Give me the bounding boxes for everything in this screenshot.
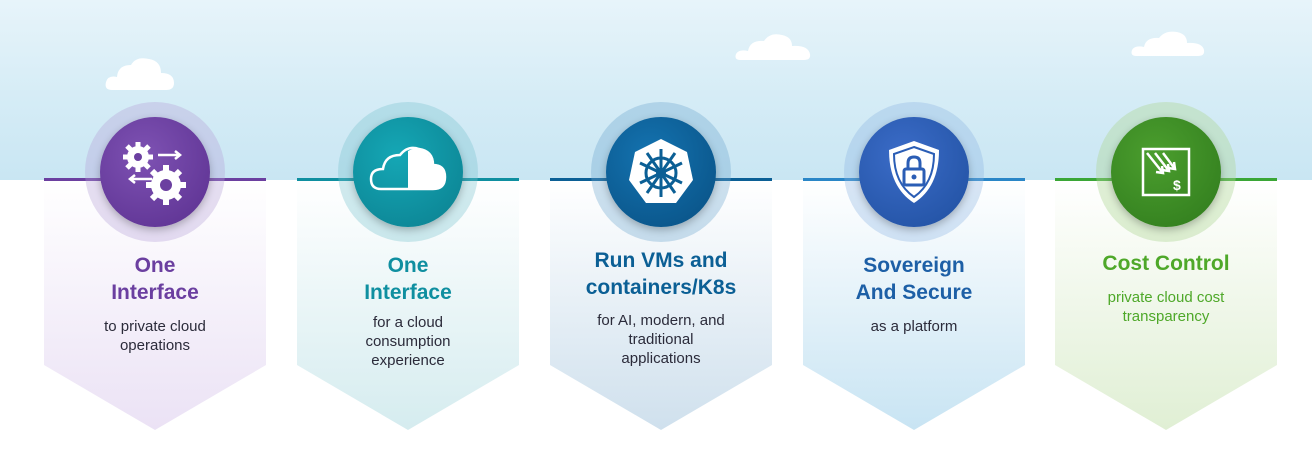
icon-badge-vms-containers <box>591 102 731 242</box>
card-chevron-shape <box>1055 180 1277 430</box>
card-description-line: to private cloud <box>104 318 206 335</box>
card-title-line: One <box>134 254 176 277</box>
card-title: One Interface <box>54 252 256 306</box>
card-description-line: transparency <box>1122 308 1210 325</box>
card-title-line: And Secure <box>855 281 973 304</box>
card-title-line: One <box>387 254 429 277</box>
card-description-line: as a platform <box>870 318 958 335</box>
shield-lock-icon <box>889 141 939 203</box>
feature-card-vms-containers: Run VMs and containers/K8s for AI, moder… <box>550 178 772 432</box>
feature-card-sovereign: Sovereign And Secure as a platform <box>803 178 1025 432</box>
card-title: One Interface <box>307 252 509 306</box>
icon-badge-operations <box>85 102 225 242</box>
card-chevron-shape <box>44 180 266 430</box>
card-title-line: Sovereign <box>863 254 965 277</box>
card-description: for a cloud consumption experience <box>319 313 497 370</box>
card-title: Sovereign And Secure <box>813 252 1015 306</box>
kubernetes-icon <box>629 139 693 203</box>
cloud-decoration <box>735 34 811 60</box>
card-title-line: Run VMs and <box>594 249 728 272</box>
card-description-line: traditional <box>628 331 694 348</box>
card-title-line: containers/K8s <box>585 276 737 299</box>
card-description-line: experience <box>371 352 445 369</box>
card-chevron-shape <box>297 180 519 430</box>
cost-chart-icon: $ <box>1141 147 1191 197</box>
card-description-line: private cloud cost <box>1107 289 1225 306</box>
card-description: for AI, modern, and traditional applicat… <box>572 311 750 368</box>
cloud-decoration <box>1131 31 1205 56</box>
card-description: private cloud cost transparency <box>1077 288 1255 326</box>
card-title-line: Cost Control <box>1102 252 1230 275</box>
icon-badge-sovereign <box>844 102 984 242</box>
icon-badge-consumption <box>338 102 478 242</box>
card-description: as a platform <box>825 317 1003 336</box>
card-description-line: applications <box>621 350 701 367</box>
card-title-line: Interface <box>111 281 199 304</box>
card-description-line: consumption <box>365 333 451 350</box>
cloud-icon <box>369 146 447 191</box>
cloud-decoration <box>105 58 174 90</box>
card-title-line: Interface <box>364 281 452 304</box>
card-description: to private cloud operations <box>66 317 244 355</box>
feature-card-operations: One Interface to private cloud operation… <box>44 178 266 432</box>
icon-badge-cost-control: $ <box>1096 102 1236 242</box>
card-description-line: operations <box>119 337 191 354</box>
gears-icon <box>123 142 186 205</box>
card-chevron-shape <box>550 180 772 430</box>
card-chevron-shape <box>803 180 1025 430</box>
card-title: Cost Control <box>1065 250 1267 277</box>
card-description-line: for AI, modern, and <box>597 312 725 329</box>
card-title: Run VMs and containers/K8s <box>560 247 762 301</box>
card-description-line: for a cloud <box>372 314 444 331</box>
svg-text:$: $ <box>1173 177 1181 193</box>
